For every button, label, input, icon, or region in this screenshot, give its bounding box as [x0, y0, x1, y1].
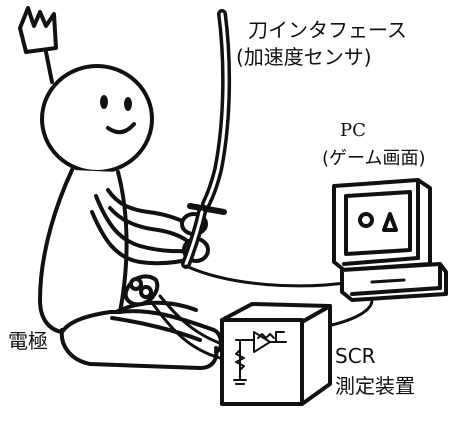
electrode-label: 電極 — [8, 329, 48, 353]
katana-interface-label: 刀インタフェース — [248, 18, 407, 42]
game-screen-label: (ゲーム画面) — [322, 148, 426, 169]
scr-label: SCR — [335, 344, 376, 368]
samurai-figure-icon — [20, 8, 228, 368]
monitor-icon — [318, 180, 446, 328]
accelerometer-label: (加速度センサ) — [236, 45, 372, 69]
pc-label: PC — [340, 120, 366, 141]
scr-box-icon — [222, 304, 330, 404]
scr-device-label: 測定装置 — [335, 374, 415, 398]
